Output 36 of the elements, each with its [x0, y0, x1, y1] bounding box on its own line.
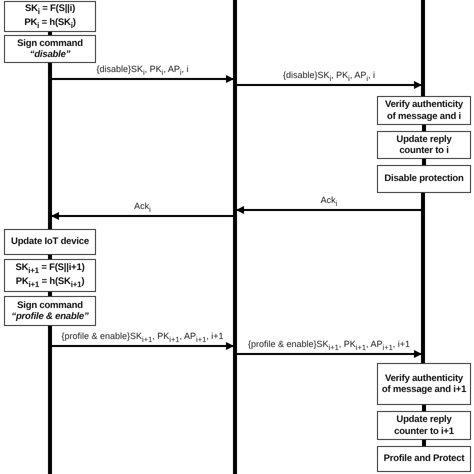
process-box — [377, 165, 471, 193]
edge-label: Ack$_{i}$ — [133, 202, 152, 214]
box-text: Sign command — [17, 38, 83, 49]
process-box — [377, 446, 471, 472]
process-box — [4, 296, 96, 326]
box-text: SK$_{i+1}$ = F(S||i+1) — [15, 262, 85, 276]
lifeline — [421, 193, 425, 363]
box-text: PK$_{i}$ = h(SK$_{i}$) — [24, 16, 76, 30]
arrow — [52, 342, 234, 350]
box-text: SK$_{i}$ = F(S||i) — [24, 3, 76, 16]
process-box — [377, 363, 471, 405]
process-box — [4, 259, 96, 292]
process-box — [4, 1, 96, 32]
process-box — [4, 35, 96, 63]
box-text: PK$_{i+1}$ = h(SK$_{i+1}$) — [16, 276, 84, 289]
box-text: Sign command — [17, 300, 83, 311]
edge-label: {disable}SK$_{i}$, PK$_{i}$, AP$_{i}$, i — [95, 65, 190, 78]
arrow — [237, 81, 422, 89]
arrow — [236, 206, 421, 214]
box-text: “profile & enable” — [11, 311, 89, 322]
box-text: Disable protection — [384, 173, 464, 185]
arrow — [237, 350, 422, 358]
process-box — [4, 229, 96, 255]
edge-label: {profile & enable}SK$_{i+1}$, PK$_{i+1}$, AP$_{i+1}$, i+1 — [247, 340, 411, 352]
box-text: “disable” — [30, 49, 70, 60]
arrow — [52, 75, 234, 83]
edge-label: Ack$_{i}$ — [320, 196, 338, 208]
edge-label: {disable}SK$_{i}$, PK$_{i}$, AP$_{i}$, i — [282, 71, 376, 84]
box-text: Update IoT device — [11, 236, 89, 248]
arrow — [51, 212, 233, 220]
lifeline — [421, 0, 425, 96]
lifeline — [48, 63, 52, 229]
lifeline — [233, 0, 237, 474]
lifeline — [48, 326, 52, 474]
box-text: Verify authenticity of message and i+1 — [380, 372, 468, 396]
edge-label: {profile & enable}SK$_{i+1}$, PK$_{i+1}$, AP$_{i+1}$, i+1 — [60, 332, 224, 344]
